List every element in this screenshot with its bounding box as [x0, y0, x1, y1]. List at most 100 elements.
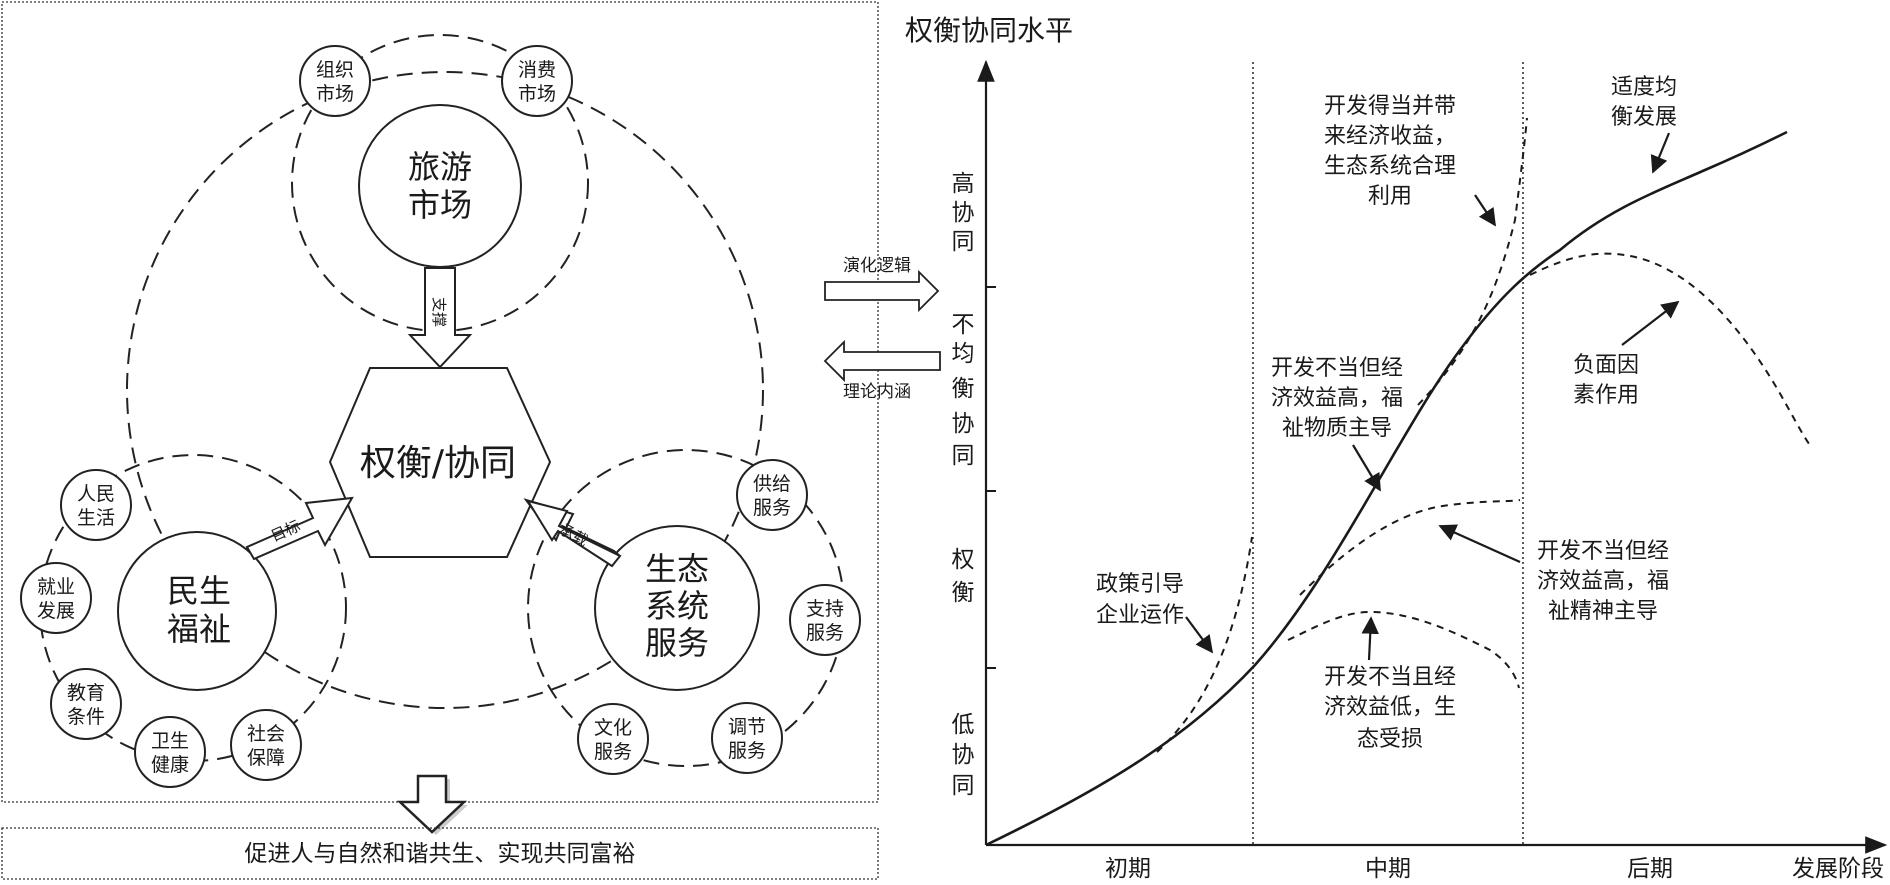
service-item-circle	[736, 459, 808, 531]
welfare-item-circle	[20, 562, 92, 634]
annotation-line: 开发不当但经	[1271, 356, 1403, 381]
y-level-char: 衡	[952, 580, 975, 606]
ecosystem-services-label-2: 系统	[645, 587, 709, 625]
annotation-line: 济效益高，福	[1271, 386, 1403, 411]
stage-label-late: 后期	[1627, 856, 1673, 882]
ecosystem-services-label-3: 服务	[645, 624, 709, 662]
service-item-label: 服务	[594, 741, 632, 763]
y-level-low: 低 协 同	[952, 712, 975, 799]
arrow-proper	[1474, 194, 1496, 227]
y-level-char: 衡	[952, 376, 975, 402]
annotation-line: 开发不当但经	[1537, 539, 1669, 564]
annotation-line: 祉物质主导	[1282, 416, 1392, 441]
y-level-char: 协	[952, 742, 975, 768]
consumption-market-label-2: 市场	[518, 83, 556, 105]
annotation-proper: 开发得当并带 来经济收益， 生态系统合理 利用	[1324, 94, 1456, 209]
arrow-policy	[1185, 616, 1214, 654]
stage-label-early: 初期	[1105, 856, 1151, 882]
arrow-spiritual	[1438, 524, 1521, 564]
service-item-label: 服务	[806, 622, 844, 644]
welfare-item-label: 教育	[67, 682, 105, 704]
annotation-line: 适度均	[1611, 75, 1677, 100]
y-level-char: 同	[952, 229, 975, 255]
ecosystem-services-circle	[594, 525, 760, 691]
service-item-circle	[789, 584, 861, 656]
stage-label-middle: 中期	[1365, 856, 1411, 882]
y-level-char: 均	[952, 341, 975, 367]
carry-arrow-body	[525, 499, 622, 568]
annotation-line: 济效益高，福	[1537, 569, 1669, 594]
support-arrow-label: 支撑	[430, 297, 448, 327]
service-item-label: 服务	[753, 497, 791, 519]
y-level-char: 同	[952, 773, 975, 799]
tradeoff-synergy-hexagon	[328, 367, 552, 558]
annotation-line: 开发得当并带	[1324, 94, 1456, 119]
branch-low-curve	[1287, 610, 1520, 689]
welfare-item-circle	[134, 716, 206, 788]
service-item-label: 调节	[728, 716, 766, 738]
service-item-circle	[711, 702, 783, 774]
y-level-char: 高	[952, 171, 975, 197]
welfare-item-circle	[50, 668, 122, 740]
theory-connotation-label: 理论内涵	[843, 382, 911, 402]
arrow-moderate	[1650, 132, 1671, 174]
arrow-low	[1361, 616, 1380, 661]
down-arrow	[396, 774, 468, 834]
y-level-tradeoff: 权 衡	[952, 547, 975, 606]
left-panel: 旅游 市场 组织 市场 消费 市场 支撑 权衡/协同 民生 福祉 目标 生态 系…	[1, 1, 879, 880]
consumption-market-label-1: 消费	[518, 59, 556, 81]
x-axis-title: 发展阶段	[1792, 856, 1884, 882]
arrow-negative	[1621, 300, 1680, 346]
y-level-char: 同	[952, 443, 975, 469]
annotation-material: 开发不当但经 济效益高，福 祉物质主导	[1271, 356, 1403, 441]
annotation-moderate: 适度均 衡发展	[1611, 75, 1677, 130]
annotation-line: 开发不当且经	[1324, 665, 1456, 690]
right-arrow	[824, 269, 940, 313]
welfare-item-label: 就业	[37, 576, 75, 598]
tourism-market-label-1: 旅游	[408, 148, 472, 186]
livelihood-welfare-label-1: 民生	[167, 572, 231, 610]
main-trend-curve	[985, 130, 1788, 847]
annotation-negative: 负面因 素作用	[1573, 353, 1639, 408]
annotation-line: 祉精神主导	[1548, 599, 1658, 624]
bottom-text: 促进人与自然和谐共生、实现共同富裕	[245, 841, 636, 867]
y-level-unbalanced: 不 均 衡 协 同	[952, 312, 975, 469]
livelihood-welfare-circle	[117, 531, 277, 691]
organization-market-label-2: 市场	[316, 83, 354, 105]
y-level-char: 权	[952, 547, 975, 573]
y-level-high: 高 协 同	[952, 171, 975, 255]
right-panel: 权衡协同水平 高 协 同 不 均 衡 协 同 权 衡 低 协 同	[905, 14, 1888, 882]
bottom-box	[1, 827, 879, 880]
left-arrow	[823, 339, 941, 383]
annotation-line: 企业运作	[1096, 603, 1184, 628]
middle-arrows: 演化逻辑 理论内涵	[823, 256, 941, 402]
branch-policy-curve	[1156, 536, 1253, 753]
annotation-line: 态受损	[1357, 727, 1423, 752]
welfare-item-label: 人民	[77, 483, 115, 505]
welfare-item-circle	[230, 709, 302, 781]
welfare-item-label: 生活	[77, 507, 115, 529]
evolution-logic-label: 演化逻辑	[843, 256, 911, 276]
annotation-line: 来经济收益，	[1324, 124, 1456, 149]
annotation-line: 政策引导	[1096, 572, 1184, 597]
organization-market-label-1: 组织	[316, 59, 354, 81]
welfare-items: 人民 生活 就业 发展 教育 条件 卫生 健康 社会 保障	[20, 469, 302, 788]
support-arrow	[407, 267, 473, 369]
y-level-char: 不	[952, 312, 975, 338]
goal-arrow	[245, 496, 354, 561]
welfare-item-label: 社会	[247, 723, 285, 745]
center-label: 权衡/协同	[360, 443, 516, 484]
welfare-item-label: 卫生	[151, 730, 189, 752]
annotation-line: 济效益低，生	[1324, 695, 1456, 720]
service-items: 供给 服务 支持 服务 调节 服务 文化 服务	[577, 459, 861, 775]
organization-market-circle	[299, 45, 371, 117]
branch-spiritual-curve	[1299, 499, 1521, 596]
service-item-label: 服务	[728, 740, 766, 762]
annotation-line: 利用	[1368, 184, 1412, 209]
welfare-item-label: 健康	[151, 754, 189, 776]
welfare-item-circle	[60, 469, 132, 541]
big-dashed-circle	[126, 71, 764, 709]
service-item-label: 支持	[806, 598, 844, 620]
annotation-line: 衡发展	[1611, 105, 1677, 130]
